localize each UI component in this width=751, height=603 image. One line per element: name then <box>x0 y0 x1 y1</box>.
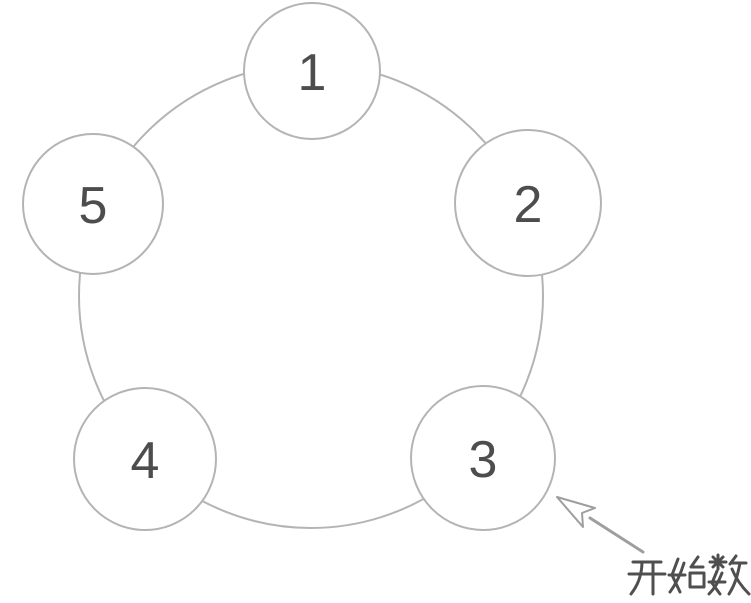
node-number-5: 5 <box>79 177 108 235</box>
node-circle-1 <box>243 2 381 140</box>
start-pointer-arrow <box>556 496 645 554</box>
nodes-group: 1 2 3 4 5 <box>22 2 602 531</box>
node-circle-4 <box>73 387 217 531</box>
arrow-shaft <box>588 516 645 554</box>
node-number-3: 3 <box>469 431 498 489</box>
start-label-text: 开始数 <box>627 554 747 598</box>
node-number-2: 2 <box>514 176 543 234</box>
start-label-glyphs: 开始数 <box>627 553 751 598</box>
node-number-4: 4 <box>131 432 160 490</box>
node-circle-2 <box>454 129 602 277</box>
arrow-head <box>556 496 596 528</box>
glyph-shi <box>667 555 706 594</box>
node-circle-5 <box>22 133 164 275</box>
glyph-kai <box>627 560 667 596</box>
glyph-shu <box>707 553 751 596</box>
node-number-1: 1 <box>298 44 327 102</box>
node-circle-3 <box>410 385 556 531</box>
